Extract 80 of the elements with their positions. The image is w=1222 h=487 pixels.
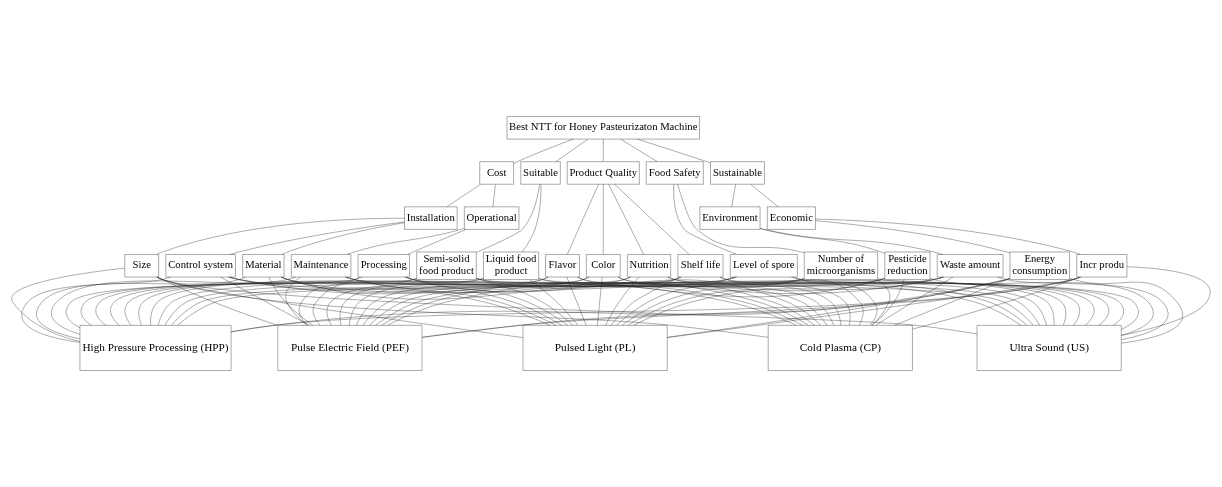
connector	[871, 279, 891, 326]
connector	[156, 276, 769, 338]
connector	[80, 278, 417, 326]
connector	[529, 279, 579, 326]
connector	[618, 276, 842, 326]
connector	[156, 276, 978, 335]
connector	[610, 276, 680, 326]
node-box: Installation	[404, 206, 458, 230]
connector	[387, 276, 944, 326]
node-box: Processing	[357, 254, 410, 278]
connector	[369, 276, 737, 326]
connector	[406, 276, 568, 326]
connector	[616, 276, 735, 326]
node-box: Maintenance	[291, 254, 352, 278]
connector	[597, 276, 603, 326]
connector	[621, 278, 805, 326]
node-box: Material	[242, 254, 285, 278]
connector	[1069, 278, 1183, 344]
node-box: Semi-solid food product	[416, 251, 477, 280]
node-box: Environment	[699, 206, 761, 230]
connector	[872, 279, 905, 326]
connector	[875, 276, 954, 326]
node-box: Number of microorganisms	[804, 251, 878, 280]
connector	[381, 278, 885, 326]
connector	[356, 276, 631, 326]
node-box: Waste amount	[936, 254, 1004, 278]
connector	[930, 278, 1154, 336]
connector	[912, 276, 1080, 330]
connector	[51, 276, 296, 335]
node-box: Ultra Sound (US)	[976, 325, 1122, 371]
node-box: Color	[586, 254, 621, 278]
connector	[157, 276, 278, 326]
connector	[312, 278, 417, 326]
connector	[667, 276, 1081, 338]
node-box: Cold Plasma (CP)	[767, 325, 913, 371]
node-box: Sustainable	[710, 161, 765, 185]
node-box: Incr produ	[1076, 254, 1128, 278]
connector	[268, 277, 314, 326]
node-box: Product Quality	[566, 161, 640, 185]
node-box: Liquid food product	[483, 251, 539, 280]
connector	[997, 276, 1169, 340]
connector	[326, 278, 484, 326]
node-box: Size	[124, 254, 159, 278]
connector	[95, 278, 484, 326]
connector	[36, 276, 246, 340]
node-box: Cost	[479, 161, 514, 185]
node-box: Energy consumption	[1009, 251, 1070, 280]
node-box: Suitable	[520, 161, 561, 185]
node-box: Best NTT for Honey Pasteurizaton Machine	[506, 116, 700, 140]
connector	[65, 276, 363, 328]
node-box: Shelf life	[677, 254, 724, 278]
node-box: Nutrition	[627, 254, 671, 278]
connector	[157, 276, 524, 338]
node-box: Pulsed Light (PL)	[522, 325, 668, 371]
node-box: Pulse Electric Field (PEF)	[277, 325, 423, 371]
connector	[667, 278, 1011, 338]
connector	[362, 276, 682, 326]
node-box: Economic	[767, 206, 816, 230]
connector	[21, 276, 171, 343]
node-box: Pesticide reduction	[884, 251, 931, 280]
connector	[298, 276, 361, 326]
connector	[220, 276, 310, 326]
node-box: Flavor	[545, 254, 580, 278]
connector	[285, 276, 308, 326]
connector	[605, 277, 640, 326]
node-box: Food Safety	[646, 161, 704, 185]
connector	[759, 228, 943, 255]
node-box: Operational	[464, 206, 520, 230]
connector	[877, 278, 1139, 330]
connector	[633, 276, 944, 326]
connector	[791, 276, 1124, 326]
connector	[229, 276, 551, 326]
connector	[894, 278, 1011, 326]
connector	[627, 278, 885, 326]
connector	[793, 276, 878, 326]
node-box: Control system	[165, 254, 236, 278]
node-box: High Pressure Processing (HPP)	[79, 325, 232, 371]
connector	[566, 276, 587, 326]
connector	[719, 276, 1110, 326]
node-box: Level of spore	[730, 254, 798, 278]
